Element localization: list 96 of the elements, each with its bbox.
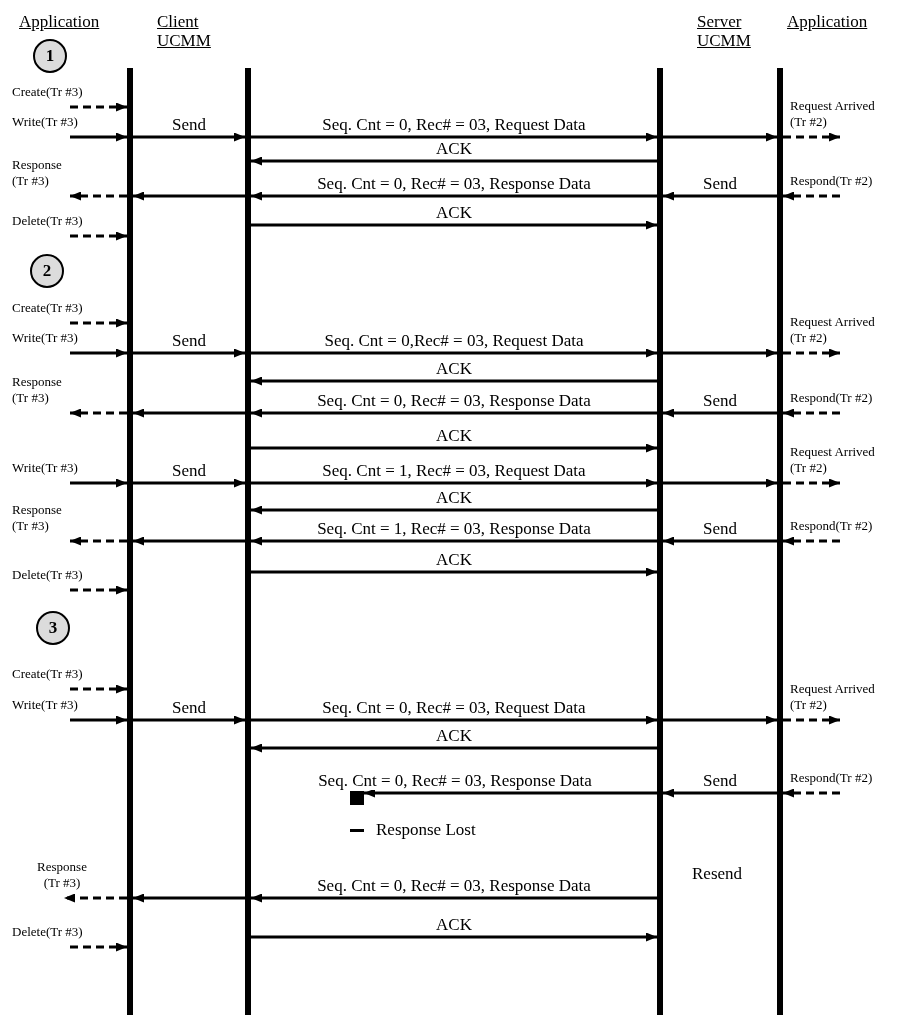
numbered-circle: 2 <box>30 254 64 288</box>
lifeline-header: Server UCMM <box>697 12 752 50</box>
arrow <box>251 567 657 577</box>
arrow <box>70 585 127 595</box>
arrow <box>70 684 127 694</box>
arrow <box>133 536 245 546</box>
arrow <box>783 788 840 798</box>
edge-label: Response (Tr #3) <box>36 859 88 891</box>
arrow <box>663 132 777 142</box>
lost-message-square <box>350 791 364 805</box>
arrow <box>251 220 657 230</box>
arrow <box>70 536 127 546</box>
arrow <box>251 743 657 753</box>
arrow <box>251 348 657 358</box>
edge-label: Delete(Tr #3) <box>12 924 84 940</box>
arrow <box>364 788 657 798</box>
arrow <box>251 893 657 903</box>
edge-label: Respond(Tr #2) <box>790 390 874 406</box>
edge-label: Request Arrived (Tr #2) <box>790 681 876 713</box>
edge-label: Write(Tr #3) <box>12 460 79 476</box>
edge-label: Response (Tr #3) <box>12 502 63 534</box>
edge-label: Request Arrived (Tr #2) <box>790 444 876 476</box>
arrow <box>251 478 657 488</box>
arrow <box>663 478 777 488</box>
arrow <box>133 348 245 358</box>
edge-label: Response (Tr #3) <box>12 374 63 406</box>
arrow <box>783 348 840 358</box>
arrow <box>663 536 777 546</box>
arrow <box>251 191 657 201</box>
arrow <box>783 715 840 725</box>
arrow <box>783 132 840 142</box>
arrow <box>64 893 127 903</box>
edge-label: Seq. Cnt = 0, Rec# = 03, Response Data <box>317 175 591 193</box>
arrow <box>251 156 657 166</box>
edge-label: Write(Tr #3) <box>12 697 79 713</box>
note-text: Resend <box>692 866 743 882</box>
arrow <box>251 408 657 418</box>
arrow <box>70 408 127 418</box>
edge-label: Respond(Tr #2) <box>790 173 874 189</box>
edge-label: Seq. Cnt = 0, Rec# = 03, Request Data <box>322 699 586 717</box>
edge-label: Delete(Tr #3) <box>12 567 84 583</box>
arrow <box>133 893 245 903</box>
arrow <box>783 536 840 546</box>
lifeline-header: Application <box>787 12 869 31</box>
edge-label: Write(Tr #3) <box>12 330 79 346</box>
edge-label: Seq. Cnt = 1, Rec# = 03, Request Data <box>322 462 586 480</box>
edge-label: Write(Tr #3) <box>12 114 79 130</box>
arrow <box>70 132 127 142</box>
arrow <box>663 191 777 201</box>
arrow <box>251 715 657 725</box>
lifeline-header: Application <box>19 12 101 31</box>
edge-label: Response (Tr #3) <box>12 157 63 189</box>
arrow <box>133 715 245 725</box>
edge-label: Seq. Cnt = 1, Rec# = 03, Response Data <box>317 520 591 538</box>
arrow <box>133 408 245 418</box>
arrow <box>70 231 127 241</box>
arrow <box>133 478 245 488</box>
arrow <box>251 443 657 453</box>
edge-label: Respond(Tr #2) <box>790 770 874 786</box>
arrow <box>251 505 657 515</box>
arrow <box>663 348 777 358</box>
edge-label: Delete(Tr #3) <box>12 213 84 229</box>
edge-label: Seq. Cnt = 0,Rec# = 03, Request Data <box>324 332 584 350</box>
arrow <box>783 408 840 418</box>
numbered-circle: 1 <box>33 39 67 73</box>
edge-label: Create(Tr #3) <box>12 666 84 682</box>
edge-label: Respond(Tr #2) <box>790 518 874 534</box>
arrow <box>70 478 127 488</box>
numbered-circle: 3 <box>36 611 70 645</box>
arrow <box>783 191 840 201</box>
arrow <box>133 191 245 201</box>
edge-label: Request Arrived (Tr #2) <box>790 98 876 130</box>
arrow <box>251 376 657 386</box>
edge-label: Seq. Cnt = 0, Rec# = 03, Response Data <box>318 772 592 790</box>
arrow <box>251 536 657 546</box>
edge-label: Create(Tr #3) <box>12 300 84 316</box>
edge-label: Seq. Cnt = 0, Rec# = 03, Response Data <box>317 877 591 895</box>
edge-label: Create(Tr #3) <box>12 84 84 100</box>
arrow <box>70 318 127 328</box>
arrow <box>663 788 777 798</box>
arrow <box>663 408 777 418</box>
arrow <box>70 102 127 112</box>
arrow <box>663 715 777 725</box>
arrow <box>70 348 127 358</box>
arrow <box>133 132 245 142</box>
legend-text: Response Lost <box>376 820 476 840</box>
arrow <box>251 132 657 142</box>
lifeline-header: Client UCMM <box>157 12 212 50</box>
arrow <box>70 942 127 952</box>
edge-label: Seq. Cnt = 0, Rec# = 03, Response Data <box>317 392 591 410</box>
arrow <box>251 932 657 942</box>
arrow <box>70 191 127 201</box>
arrow <box>70 715 127 725</box>
edge-label: Request Arrived (Tr #2) <box>790 314 876 346</box>
edge-label: Seq. Cnt = 0, Rec# = 03, Request Data <box>322 116 586 134</box>
arrow <box>783 478 840 488</box>
